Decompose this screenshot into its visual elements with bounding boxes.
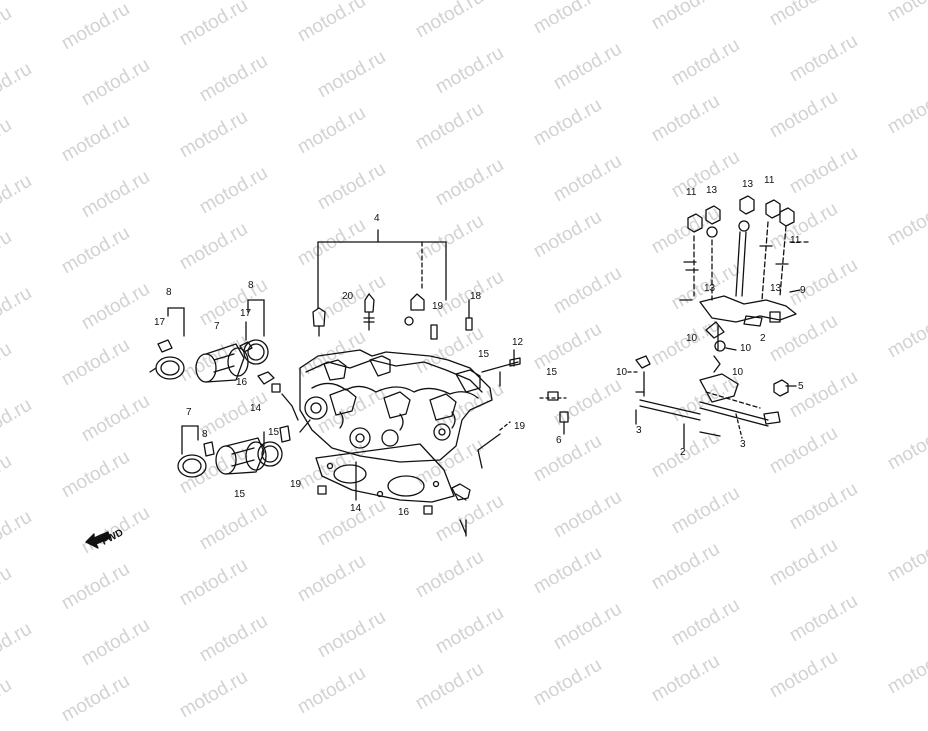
callout-label-right_assembly: 11 <box>764 175 775 186</box>
callout-label-right_assembly: 10 <box>616 367 628 378</box>
callout-label-right_assembly: 11 <box>790 235 801 246</box>
bolt-16-upper <box>257 371 281 393</box>
callout-label-left_assembly: 17 <box>154 317 166 328</box>
callout-bracket-4 <box>317 229 447 309</box>
callout-label-left_assembly: 18 <box>470 291 482 302</box>
callout-label-left_assembly: 12 <box>512 337 524 348</box>
callout-bracket-8-ul <box>167 307 185 337</box>
callout-bracket-8-um <box>247 299 265 337</box>
callout-label-right_assembly: 10 <box>732 367 744 378</box>
callout-label-left_assembly: 20 <box>342 291 354 302</box>
bolts-15 <box>477 349 569 469</box>
callout-label-left_assembly: 19 <box>290 479 302 490</box>
clamp-upper-mid <box>239 321 269 365</box>
callout-label-left_assembly: 7 <box>214 321 220 332</box>
clamp-lower-mid <box>257 425 291 467</box>
callout-label-left_assembly: 8 <box>248 280 254 291</box>
leader-to-head <box>281 393 299 421</box>
intake-boot-lower <box>215 437 267 475</box>
cylinder-head <box>299 349 493 463</box>
fwd-arrow-icon <box>85 531 111 549</box>
head-gasket <box>315 443 455 503</box>
callout-label-left_assembly: 4 <box>374 213 380 224</box>
callout-label-right_assembly: 13 <box>770 283 782 294</box>
callout-label-left_assembly: 16 <box>236 377 248 388</box>
callout-bracket-8-ll <box>181 425 199 455</box>
callout-label-right_assembly: 10 <box>686 333 698 344</box>
callout-label-left_assembly: 15 <box>268 427 280 438</box>
callout-label-left_assembly: 16 <box>398 507 410 518</box>
spark-plug-part <box>312 293 473 340</box>
callout-label-right_assembly: 3 <box>636 425 642 436</box>
callout-label-left_assembly: 19 <box>514 421 526 432</box>
callout-label-right_assembly: 5 <box>798 381 804 392</box>
callout-label-left_assembly: 8 <box>202 429 208 440</box>
callout-label-left_assembly: 6 <box>556 435 562 446</box>
clamp-lower-left <box>177 441 215 478</box>
rocker-assembly <box>635 195 811 449</box>
bolt-14-lower <box>451 483 471 501</box>
callout-label-left_assembly: 14 <box>250 403 262 414</box>
dowel-pin <box>317 485 327 495</box>
callout-label-right_assembly: 10 <box>740 343 752 354</box>
callout-label-right_assembly: 11 <box>686 187 697 198</box>
callout-label-left_assembly: 17 <box>240 308 252 319</box>
callout-label-left_assembly: 7 <box>186 407 192 418</box>
callout-label-left_assembly: 15 <box>546 367 558 378</box>
callout-label-left_assembly: 14 <box>350 503 362 514</box>
callout-label-left_assembly: 15 <box>234 489 246 500</box>
callout-label-right_assembly: 3 <box>740 439 746 450</box>
dowel-pin <box>423 505 433 515</box>
intake-boot-upper <box>195 343 249 383</box>
callout-label-right_assembly: 13 <box>742 179 754 190</box>
callout-label-right_assembly: 13 <box>706 185 718 196</box>
callout-label-right_assembly: 2 <box>680 447 686 458</box>
diagram-lineart <box>85 195 811 549</box>
callout-label-right_assembly: 9 <box>800 285 806 296</box>
clamp-upper-left <box>149 339 185 380</box>
callout-label-left_assembly: 19 <box>432 301 444 312</box>
callout-label-left_assembly: 8 <box>166 287 172 298</box>
callout-label-left_assembly: 15 <box>478 349 490 360</box>
leader-16 <box>459 519 467 535</box>
callout-label-right_assembly: 13 <box>704 283 716 294</box>
callout-label-right_assembly: 2 <box>760 333 766 344</box>
